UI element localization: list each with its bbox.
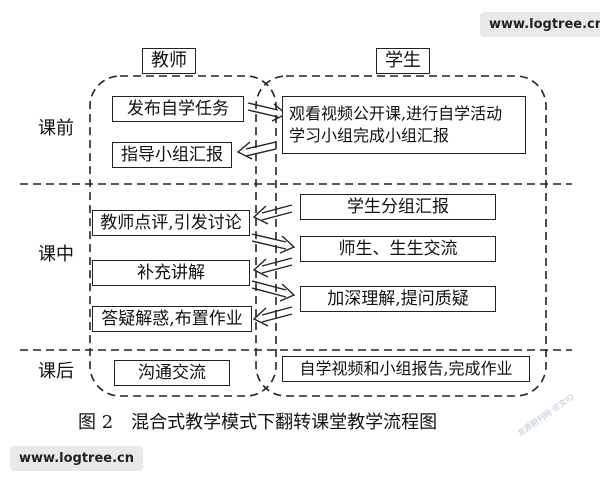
- arrow-comment-to-exchange: [251, 233, 296, 254]
- box-guide-report: 指导小组汇报: [112, 142, 232, 168]
- watermark-bottom: www.logtree.cn: [10, 446, 143, 471]
- teacher-column-header: 教师: [142, 48, 196, 74]
- watermark-top: www.logtree.cn: [480, 12, 600, 37]
- box-publish-task: 发布自学任务: [112, 96, 244, 122]
- box-group-report: 学生分组汇报: [300, 194, 496, 220]
- arrow-exchange-to-supplement: [252, 257, 293, 278]
- box-comment-discuss: 教师点评,引发讨论: [92, 210, 250, 236]
- arrow-groupreport-to-comment: [252, 204, 293, 225]
- arrow-watch-to-guide: [236, 141, 277, 160]
- box-answer-assign: 答疑解惑,布置作业: [92, 306, 252, 332]
- box-deepen: 加深理解,提问质疑: [300, 286, 496, 312]
- row-label-during-class: 课中: [38, 244, 74, 265]
- box-watch-video: 观看视频公开课,进行自学活动 学习小组完成小组汇报: [282, 96, 526, 154]
- arrow-publish-to-watch: [247, 102, 288, 122]
- arrow-deepen-to-answer: [252, 306, 293, 327]
- student-column-frame: [255, 75, 547, 397]
- box-communicate: 沟通交流: [114, 360, 230, 386]
- box-supplement: 补充讲解: [92, 260, 250, 286]
- teacher-column-frame: [89, 75, 277, 397]
- arrow-supplement-to-deepen: [251, 280, 296, 302]
- watch-video-line-2: 学习小组完成小组汇报: [289, 126, 450, 145]
- box-homework: 自学视频和小组报告,完成作业: [282, 356, 530, 382]
- row-label-before-class: 课前: [38, 118, 74, 139]
- row-label-after-class: 课后: [38, 361, 74, 382]
- box-exchange: 师生、生生交流: [300, 236, 496, 262]
- student-column-header: 学生: [376, 48, 430, 74]
- figure-caption: 图 2 混合式教学模式下翻转课堂教学流程图: [78, 412, 438, 433]
- watch-video-line-1: 观看视频公开课,进行自学活动: [289, 104, 503, 124]
